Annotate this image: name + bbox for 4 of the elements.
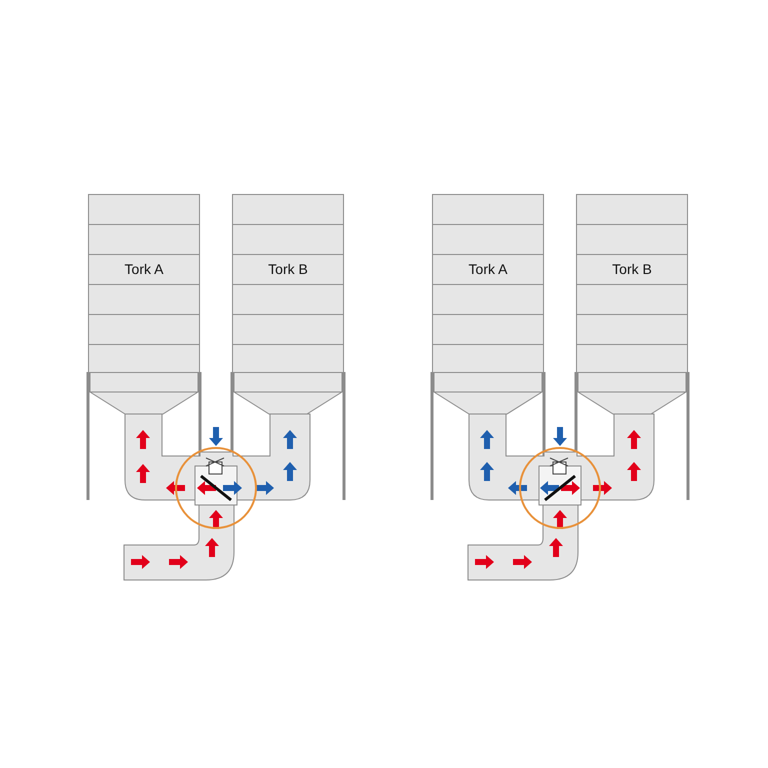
silo-label: Tork B [267,261,309,277]
silo-label: Tork A [124,261,164,277]
silo-label: Tork B [611,261,653,277]
silo-label: Tork A [468,261,508,277]
